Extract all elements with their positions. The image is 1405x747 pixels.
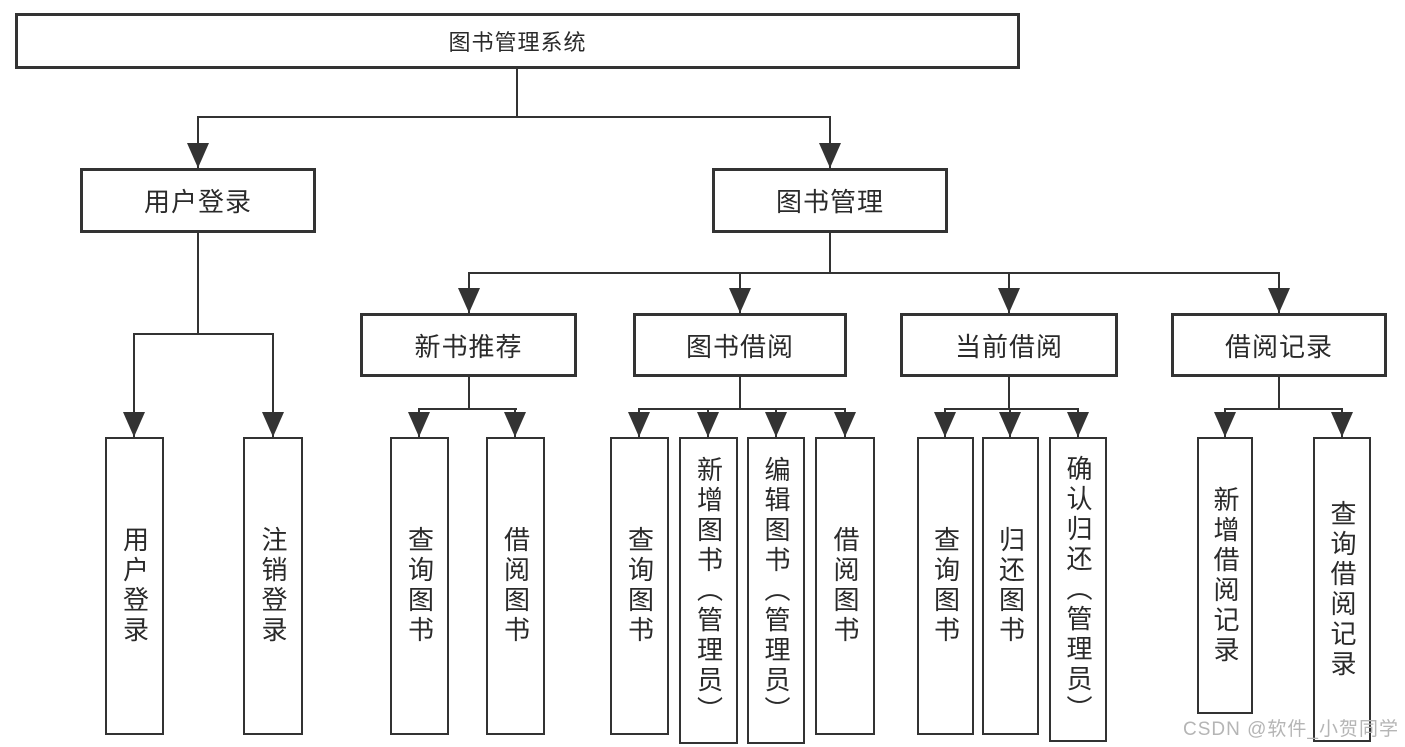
csdn-watermark: CSDN @软件_小贺同学: [1183, 719, 1399, 740]
arrow-down-icon: [999, 412, 1021, 437]
node-book-management: 图书管理: [712, 168, 948, 233]
leaf-label: 确认归还（管理员）: [1063, 454, 1093, 725]
node-book-borrowing: 图书借阅: [633, 313, 847, 377]
node-borrowing-records: 借阅记录: [1171, 313, 1387, 377]
leaf-label: 查询借阅记录: [1327, 499, 1357, 680]
leaf-query-books-recommend: 查询图书: [390, 437, 449, 735]
arrow-down-icon: [819, 143, 841, 168]
leaf-label: 借阅图书: [830, 526, 860, 646]
connector-line: [739, 377, 741, 410]
connector-line: [638, 408, 846, 410]
leaf-confirm-return-admin: 确认归还（管理员）: [1049, 437, 1107, 742]
leaf-label: 借阅图书: [500, 526, 531, 646]
leaf-label: 编辑图书（管理员）: [761, 455, 791, 726]
leaf-return-books: 归还图书: [982, 437, 1039, 735]
arrow-down-icon: [834, 412, 856, 437]
node-current-borrowing: 当前借阅: [900, 313, 1118, 377]
leaf-label: 新增借阅记录: [1210, 485, 1240, 666]
connector-line: [272, 333, 274, 437]
connector-line: [829, 116, 831, 168]
leaf-label: 归还图书: [995, 526, 1026, 646]
arrow-down-icon: [458, 288, 480, 313]
leaf-label: 新增图书（管理员）: [693, 455, 724, 726]
leaf-add-borrow-record: 新增借阅记录: [1197, 437, 1253, 714]
arrow-down-icon: [729, 288, 751, 313]
leaf-label: 查询图书: [624, 526, 655, 646]
node-user-login-group: 用户登录: [80, 168, 316, 233]
arrow-down-icon: [1331, 412, 1353, 437]
arrow-down-icon: [1067, 412, 1089, 437]
arrow-down-icon: [123, 412, 145, 437]
leaf-label: 用户登录: [119, 526, 150, 646]
leaf-query-borrow-record: 查询借阅记录: [1313, 437, 1371, 742]
arrow-down-icon: [628, 412, 650, 437]
leaf-query-books-current: 查询图书: [917, 437, 974, 735]
connector-line: [418, 408, 517, 410]
arrow-down-icon: [697, 412, 719, 437]
connector-line: [1224, 408, 1343, 410]
arrow-down-icon: [1214, 412, 1236, 437]
connector-line: [829, 233, 831, 274]
leaf-borrow-books-recommend: 借阅图书: [486, 437, 545, 735]
leaf-add-books-admin: 新增图书（管理员）: [679, 437, 738, 744]
leaf-logout: 注销登录: [243, 437, 303, 735]
connector-line: [197, 116, 199, 168]
connector-line: [1278, 377, 1280, 410]
arrow-down-icon: [934, 412, 956, 437]
leaf-label: 查询图书: [404, 526, 435, 646]
arrow-down-icon: [765, 412, 787, 437]
connector-line: [197, 116, 831, 118]
connector-line: [516, 69, 518, 118]
arrow-down-icon: [998, 288, 1020, 313]
arrow-down-icon: [187, 143, 209, 168]
arrow-down-icon: [408, 412, 430, 437]
leaf-borrow-books-borrowing: 借阅图书: [815, 437, 875, 735]
leaf-edit-books-admin: 编辑图书（管理员）: [747, 437, 805, 744]
node-library-management-system: 图书管理系统: [15, 13, 1020, 69]
leaf-label: 查询图书: [930, 526, 961, 646]
arrow-down-icon: [1268, 288, 1290, 313]
connector-line: [944, 408, 1079, 410]
leaf-label: 注销登录: [258, 526, 288, 646]
connector-line: [468, 377, 470, 410]
leaf-user-login: 用户登录: [105, 437, 164, 735]
arrow-down-icon: [262, 412, 284, 437]
connector-line: [133, 333, 135, 437]
connector-line: [133, 333, 274, 335]
connector-line: [468, 272, 1280, 274]
node-new-book-recommend: 新书推荐: [360, 313, 577, 377]
connector-line: [197, 233, 199, 335]
arrow-down-icon: [504, 412, 526, 437]
leaf-query-books-borrowing: 查询图书: [610, 437, 669, 735]
connector-line: [1008, 377, 1010, 410]
